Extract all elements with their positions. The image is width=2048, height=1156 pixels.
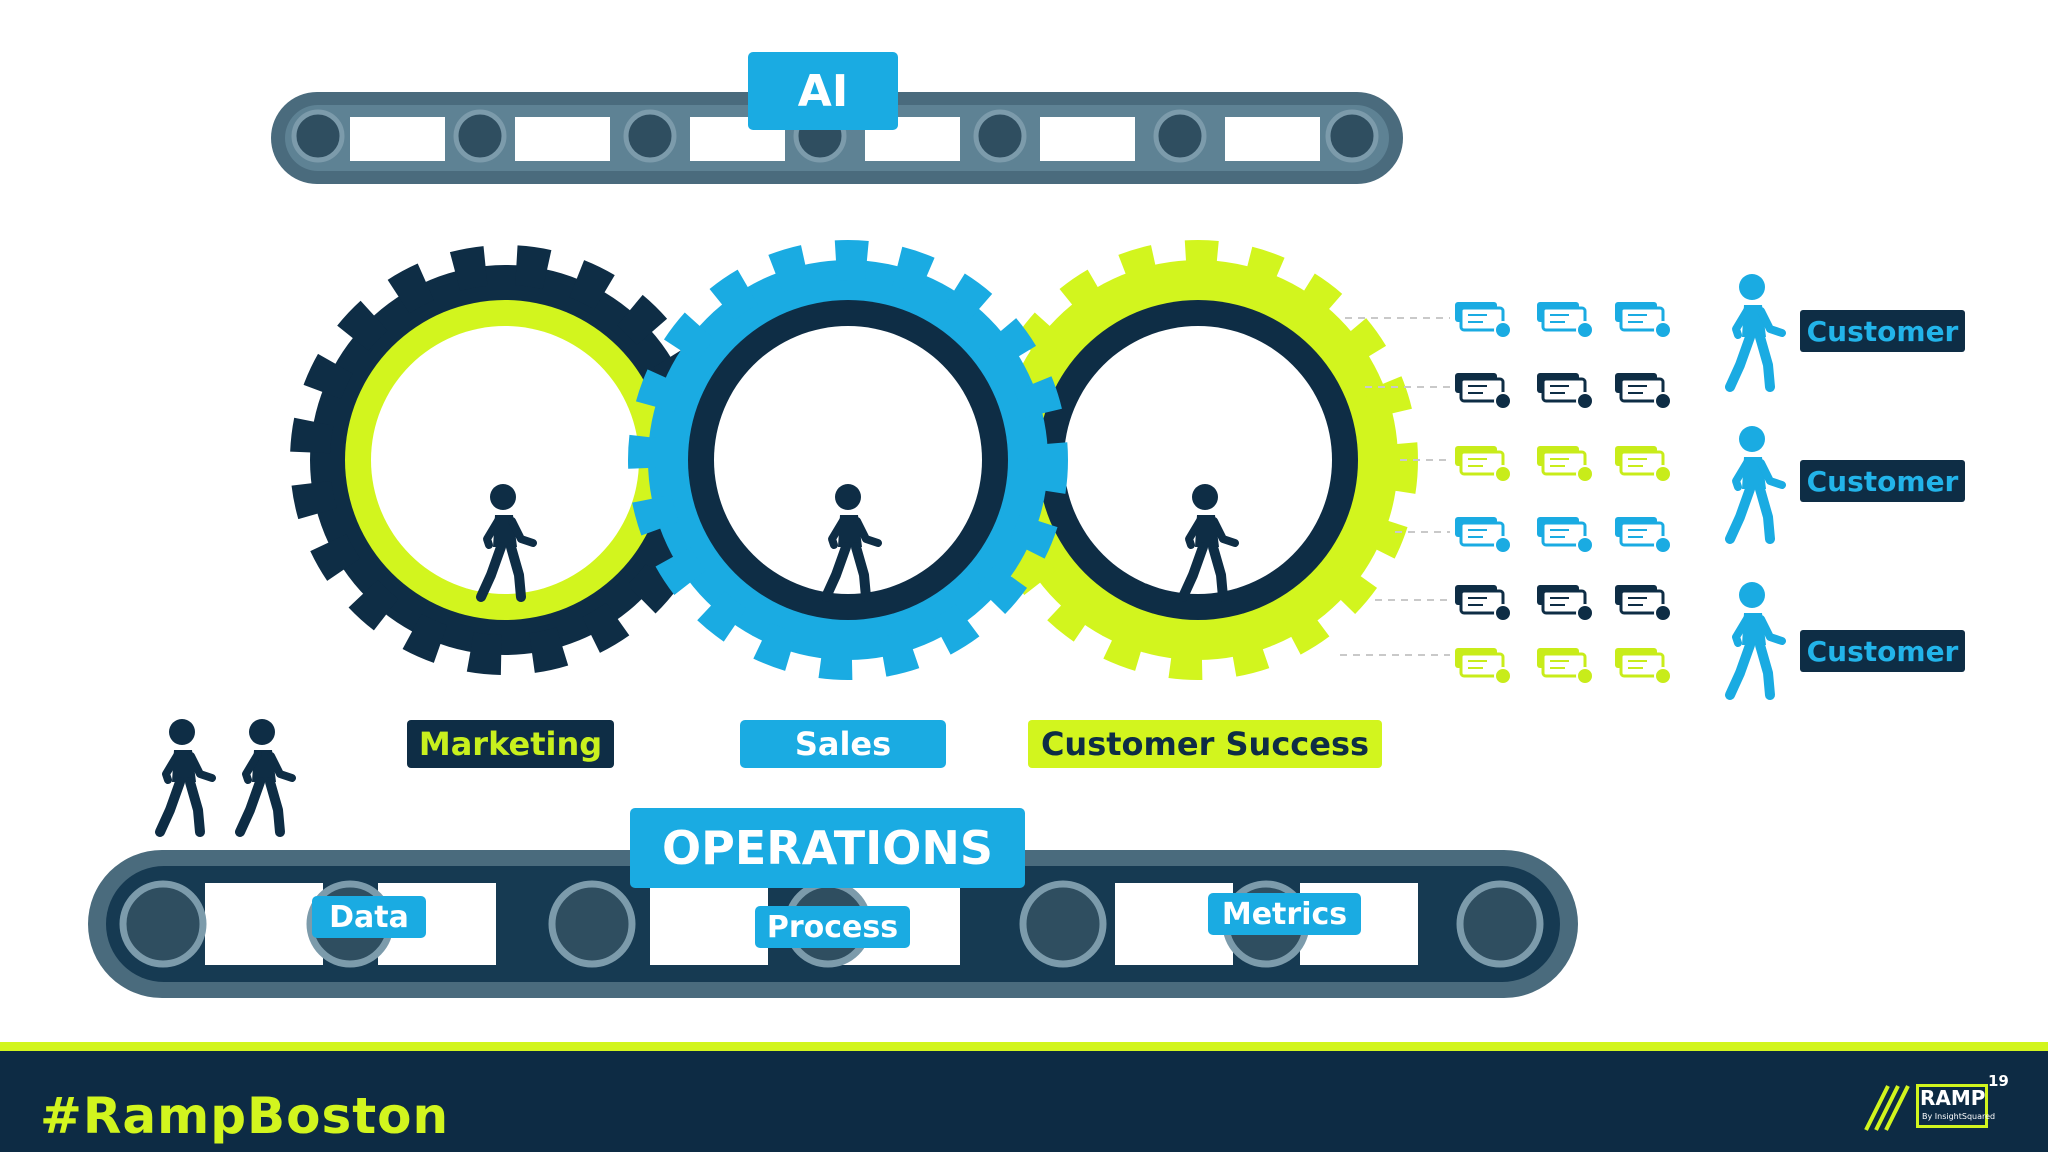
belt-item-metrics: Metrics <box>1208 893 1361 935</box>
logo-stripes-icon <box>1864 1085 1910 1131</box>
message-card-icon <box>1535 646 1595 686</box>
logo-edition: 19 <box>1988 1072 2009 1090</box>
marketing-gear <box>290 245 720 675</box>
belt-item-data: Data <box>312 896 426 938</box>
footer-bar: #RampBoston <box>0 1042 2048 1152</box>
walking-person-icon <box>1730 274 1782 387</box>
sales-gear <box>628 240 1068 680</box>
hashtag: #RampBoston <box>40 1087 450 1145</box>
message-card-icon <box>1613 515 1673 555</box>
customer-label-3: Customer <box>1800 630 1965 672</box>
message-card-icon <box>1453 444 1513 484</box>
message-card-icon <box>1453 515 1513 555</box>
gear-label-customer-success: Customer Success <box>1028 720 1382 768</box>
message-card-icon <box>1453 300 1513 340</box>
logo-frame <box>1916 1084 1988 1128</box>
gear-label-marketing: Marketing <box>407 720 614 768</box>
ai-label: AI <box>748 52 898 130</box>
customer-label-1: Customer <box>1800 310 1965 352</box>
message-card-icon <box>1613 583 1673 623</box>
message-card-icon <box>1613 444 1673 484</box>
message-card-icon <box>1535 583 1595 623</box>
walking-person-icon <box>1730 582 1782 695</box>
message-card-icon <box>1613 646 1673 686</box>
message-card-grid <box>1453 300 1673 686</box>
message-card-icon <box>1535 300 1595 340</box>
message-card-icon <box>1453 646 1513 686</box>
message-card-icon <box>1535 371 1595 411</box>
message-card-icon <box>1535 444 1595 484</box>
ramp-logo: RAMP 19 By InsightSquared <box>1858 1072 2009 1138</box>
walking-person-icon <box>160 719 212 832</box>
message-card-icon <box>1535 515 1595 555</box>
logo-wordmark: RAMP <box>1920 1086 1986 1110</box>
message-card-icon <box>1613 300 1673 340</box>
customer-label-2: Customer <box>1800 460 1965 502</box>
logo-byline: By InsightSquared <box>1922 1112 1996 1121</box>
belt-item-process: Process <box>755 906 910 948</box>
message-card-icon <box>1453 371 1513 411</box>
message-card-icon <box>1453 583 1513 623</box>
gear-label-sales: Sales <box>740 720 946 768</box>
connector-lines <box>1340 317 1450 656</box>
walking-person-icon <box>1730 426 1782 539</box>
operations-label: OPERATIONS <box>630 808 1025 888</box>
walking-person-icon <box>240 719 292 832</box>
message-card-icon <box>1613 371 1673 411</box>
